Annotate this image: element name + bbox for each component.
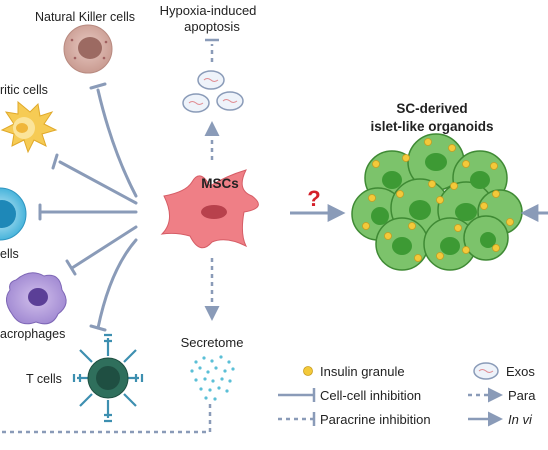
nk-cells-label: Natural Killer cells — [35, 10, 135, 24]
nk-cell-icon — [63, 24, 113, 74]
legend-cell-cell-inhibition: Cell-cell inhibition — [320, 388, 421, 403]
mscs-label: MSCs — [201, 176, 239, 191]
organoid-title-line1: SC-derived — [396, 101, 467, 116]
b-cells-label: ells — [0, 247, 19, 261]
legend-paracrine: Para — [508, 388, 536, 403]
paracrine-inhibition-bottom — [0, 404, 212, 434]
exosome-cluster-icon — [182, 70, 244, 113]
hypoxia-label-line2: apoptosis — [184, 19, 240, 34]
insulin-granule-legend-icon — [303, 366, 313, 376]
dendritic-cells-label: ritic cells — [0, 83, 48, 97]
dendritic-cell-icon — [0, 100, 58, 154]
hypoxia-label-line1: Hypoxia-induced — [160, 3, 257, 18]
t-cell-icon — [72, 333, 144, 423]
b-cell-icon — [0, 187, 27, 241]
paracrine-inhibition-legend-icon — [278, 412, 316, 426]
macrophage-icon — [6, 272, 67, 325]
legend-paracrine-inhibition: Paracrine inhibition — [320, 412, 431, 427]
t-cells-label: T cells — [26, 372, 62, 386]
organoid-title-line2: islet-like organoids — [370, 119, 493, 134]
organoid-cluster-icon — [351, 133, 523, 271]
secretome-dots-icon — [190, 355, 235, 401]
secretome-label: Secretome — [181, 335, 244, 350]
macrophages-label: acrophages — [0, 327, 65, 341]
legend-exosome: Exos — [506, 364, 535, 379]
legend: Insulin granule Cell-cell inhibition Par… — [278, 362, 536, 427]
legend-insulin-granule: Insulin granule — [320, 364, 405, 379]
question-mark: ? — [307, 186, 320, 211]
cell-cell-inhibition-legend-icon — [278, 388, 316, 402]
paracrine-inhibition-hypoxia — [205, 38, 219, 62]
legend-in-vivo: In vi — [508, 412, 533, 427]
cell-cell-inhibition-lines — [38, 82, 138, 332]
msc-cell-icon — [160, 169, 259, 249]
